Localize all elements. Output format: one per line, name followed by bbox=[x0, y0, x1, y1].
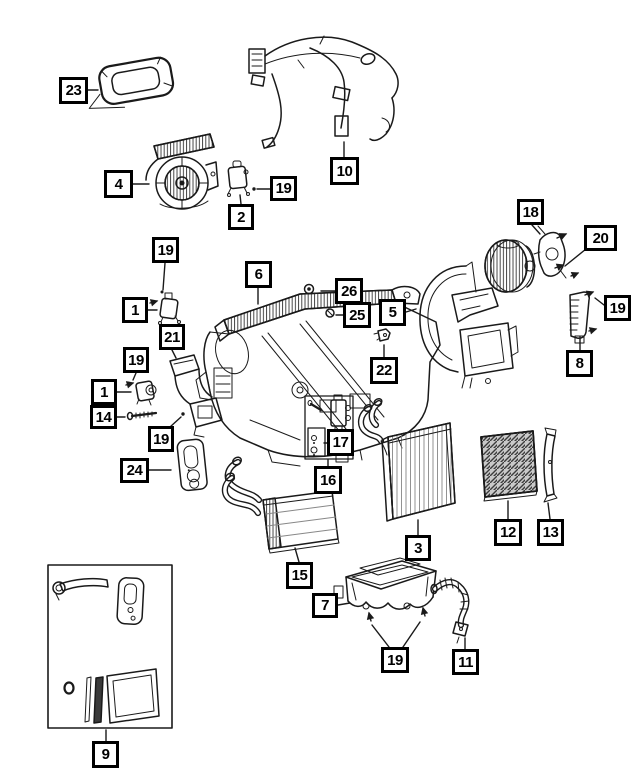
callout-18-motor-mount-bracket[interactable]: 18 bbox=[517, 199, 544, 225]
callout-14-screw[interactable]: 14 bbox=[90, 405, 117, 429]
seal-kit-drawing bbox=[47, 564, 173, 729]
door-actuator-top-drawing bbox=[158, 290, 181, 325]
wiring-harness-drawing bbox=[248, 35, 399, 149]
motor-mount-bracket-drawing bbox=[533, 225, 567, 279]
cabin-air-filter-drawing bbox=[480, 430, 538, 502]
callout-11-drain-hose[interactable]: 11 bbox=[452, 649, 479, 675]
air-inlet-seal-drawing bbox=[88, 56, 175, 109]
callout-2-actuator[interactable]: 2 bbox=[228, 204, 254, 230]
air-duct-drawing bbox=[169, 354, 223, 438]
callout-20-blower-motor[interactable]: 20 bbox=[584, 225, 617, 251]
callout-21-air-duct[interactable]: 21 bbox=[159, 324, 185, 350]
callout-7-drain-pan[interactable]: 7 bbox=[312, 593, 338, 618]
blower-motor-drawing bbox=[484, 239, 536, 293]
screw-14-drawing bbox=[126, 411, 185, 421]
sensor-drawing bbox=[373, 328, 391, 342]
blower-resistor-drawing bbox=[569, 291, 590, 344]
callout-5-blower-housing[interactable]: 5 bbox=[379, 299, 406, 326]
callout-17-expansion-valve[interactable]: 17 bbox=[327, 429, 354, 456]
door-actuator-bottom-drawing bbox=[135, 380, 157, 406]
callout-12-cabin-air-filter[interactable]: 12 bbox=[494, 519, 522, 546]
evaporator-drawing bbox=[357, 397, 456, 522]
callout-19-screw[interactable]: 19 bbox=[381, 647, 409, 673]
callout-4-blower-fan-assembly[interactable]: 4 bbox=[104, 170, 133, 198]
callout-6-hvac-housing[interactable]: 6 bbox=[245, 261, 272, 288]
seal-plate-drawing bbox=[176, 438, 208, 492]
callout-3-evaporator[interactable]: 3 bbox=[405, 535, 431, 561]
callout-15-heater-core[interactable]: 15 bbox=[286, 562, 313, 589]
callout-8-blower-resistor[interactable]: 8 bbox=[566, 350, 593, 377]
callout-25-screw[interactable]: 25 bbox=[343, 302, 371, 328]
callout-1-door-actuator[interactable]: 1 bbox=[122, 297, 148, 323]
filter-cover-drawing bbox=[543, 427, 558, 503]
callout-19-screw[interactable]: 19 bbox=[152, 237, 179, 263]
callout-19-screw[interactable]: 19 bbox=[270, 176, 297, 201]
heater-core-drawing bbox=[221, 456, 340, 554]
callout-19-screw[interactable]: 19 bbox=[123, 347, 149, 373]
callout-22-sensor[interactable]: 22 bbox=[370, 357, 398, 384]
leader-lines bbox=[87, 89, 605, 742]
callout-10-wiring-harness[interactable]: 10 bbox=[330, 157, 359, 185]
drain-hose-drawing bbox=[430, 577, 470, 644]
blower-fan-assembly-drawing bbox=[145, 133, 219, 210]
washer-drawing bbox=[303, 283, 315, 295]
callout-16-expansion-valve-kit[interactable]: 16 bbox=[314, 466, 342, 494]
callout-13-filter-cover[interactable]: 13 bbox=[537, 519, 564, 546]
callout-26-washer[interactable]: 26 bbox=[335, 278, 363, 304]
callout-9-seal-kit[interactable]: 9 bbox=[92, 741, 119, 768]
callout-19-screw[interactable]: 19 bbox=[148, 426, 174, 452]
callout-23-air-inlet-seal[interactable]: 23 bbox=[59, 77, 88, 104]
screw-marks bbox=[125, 187, 598, 622]
callout-1-door-actuator[interactable]: 1 bbox=[91, 379, 117, 405]
callout-24-seal-plate[interactable]: 24 bbox=[120, 458, 149, 483]
callout-19-screw[interactable]: 19 bbox=[604, 295, 631, 321]
actuator-drawing bbox=[227, 160, 250, 197]
expansion-valve-kit-drawing bbox=[304, 394, 354, 460]
screw-25-drawing bbox=[325, 308, 335, 318]
drain-pan-drawing bbox=[333, 557, 437, 610]
